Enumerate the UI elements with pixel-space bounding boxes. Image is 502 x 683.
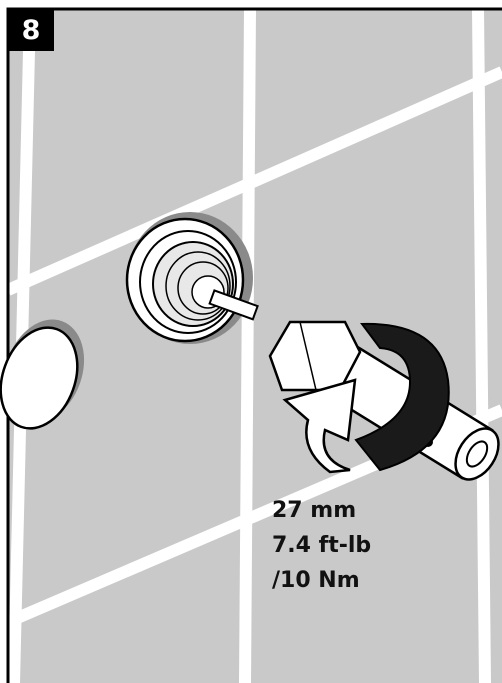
wrench-size-label: 27 mm [272, 498, 357, 523]
torque-imperial-label: 7.4 ft-lb [272, 533, 372, 558]
rotation-arrow-icon [282, 322, 450, 474]
step-number: 8 [21, 14, 41, 46]
valve-cartridge-icon [125, 212, 259, 344]
torque-metric-label: /10 Nm [272, 568, 360, 593]
cover-cap-icon [0, 319, 85, 430]
torque-spec: 27 mm 7.4 ft-lb /10 Nm [272, 493, 371, 598]
step-number-badge: 8 [8, 9, 54, 51]
